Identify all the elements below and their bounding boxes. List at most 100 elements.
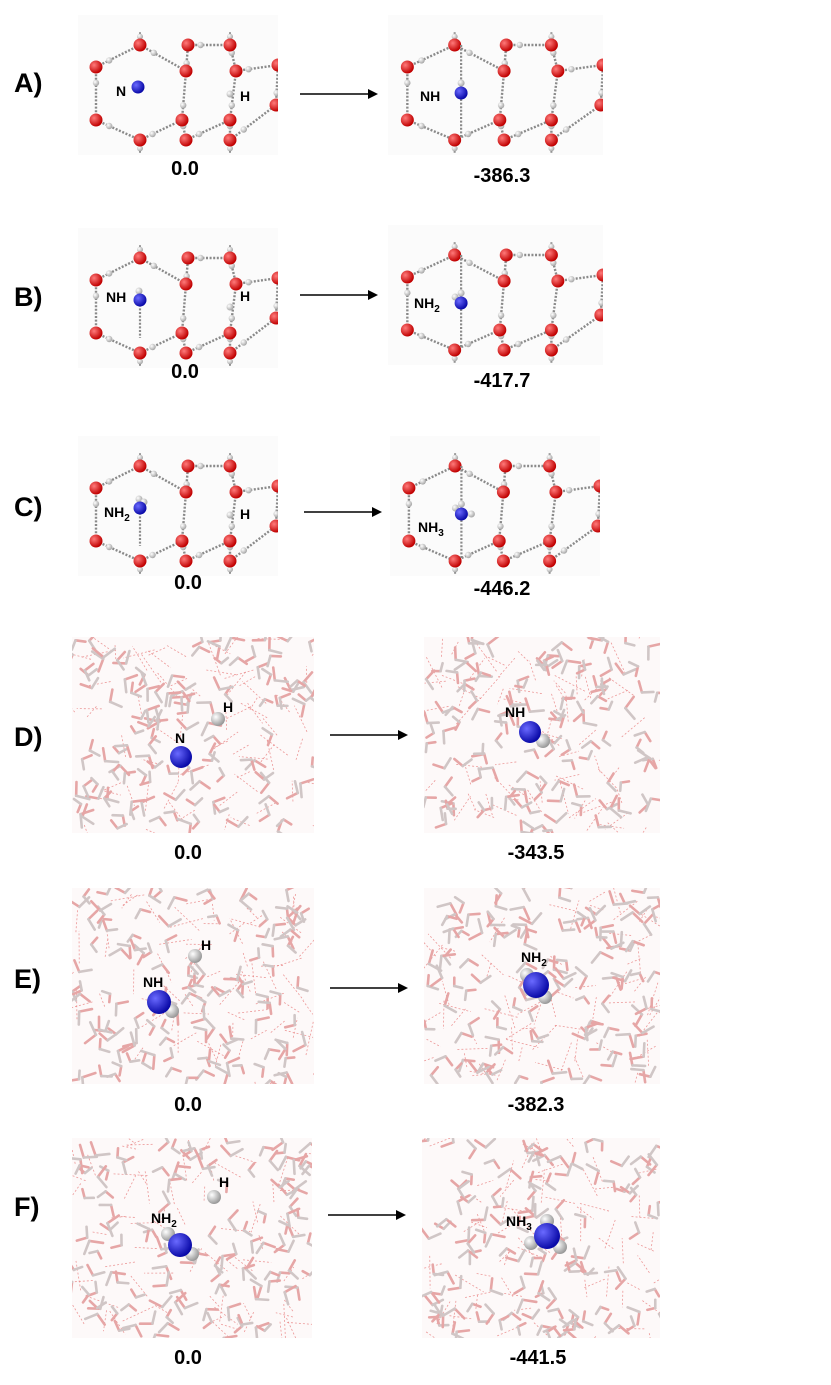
water-stick: [125, 1052, 132, 1063]
water-stick: [207, 1048, 212, 1063]
water-stick: [518, 1074, 529, 1081]
water-stick: [176, 817, 193, 826]
water-stick: [565, 1261, 572, 1273]
hydrogen-bond: [424, 1057, 434, 1062]
hydrogen-bond: [272, 1180, 275, 1203]
hydrogen-bond: [123, 1173, 137, 1199]
water-stick: [248, 956, 261, 962]
water-stick: [179, 1288, 188, 1302]
water-stick: [565, 738, 572, 751]
water-stick: [433, 1270, 449, 1277]
water-stick: [484, 1232, 493, 1248]
oxygen-atom: [402, 534, 416, 548]
water-stick: [466, 1234, 477, 1245]
hydrogen-atom: [457, 79, 465, 87]
hydrogen-atom: [451, 355, 458, 362]
water-stick: [173, 1172, 187, 1182]
water-stick: [479, 974, 492, 985]
water-stick: [256, 661, 270, 669]
hydrogen-bond: [503, 118, 552, 142]
hydrogen-bond: [229, 317, 277, 354]
hydrogen-bond: [145, 828, 156, 833]
water-stick: [600, 637, 605, 642]
water-stick: [633, 1034, 638, 1048]
water-stick: [489, 1043, 503, 1048]
water-stick: [154, 690, 163, 704]
hydrogen-atom: [546, 566, 553, 573]
water-stick: [508, 1167, 522, 1180]
water-stick: [145, 1018, 156, 1028]
water-stick: [220, 656, 230, 665]
water-stick: [104, 1169, 110, 1181]
hydrogen-bond: [449, 1315, 474, 1320]
water-stick: [299, 778, 314, 785]
water-stick: [250, 758, 256, 771]
water-stick: [189, 780, 201, 791]
hydrogen-atom: [497, 102, 505, 109]
hydrogen-bond: [138, 1171, 148, 1185]
water-stick: [250, 645, 257, 658]
oxygen-atom: [493, 323, 507, 337]
water-stick: [598, 1039, 603, 1051]
oxygen-atom: [496, 554, 510, 568]
hydrogen-bond: [212, 903, 215, 921]
water-stick: [429, 1065, 440, 1077]
water-stick: [283, 676, 293, 692]
hydrogen-atom: [418, 267, 425, 274]
water-stick: [147, 743, 158, 755]
water-stick: [607, 1026, 620, 1032]
row-label-f: F): [14, 1192, 40, 1222]
water-stick: [503, 795, 508, 811]
water-stick: [307, 1164, 312, 1169]
energy-d-right: -343.5: [507, 842, 565, 864]
water-stick: [443, 1004, 458, 1014]
oxygen-atom: [544, 343, 558, 357]
energy-b-left: 0.0: [171, 361, 199, 383]
ice-panel-c-left: [78, 436, 278, 576]
water-stick: [278, 1232, 286, 1247]
hydrogen-atom: [548, 33, 555, 40]
hydrogen-atom: [516, 41, 523, 49]
water-stick: [483, 1158, 496, 1165]
hydrogen-atom: [245, 279, 252, 286]
hydrogen-bond: [489, 917, 505, 943]
water-stick: [163, 1055, 174, 1063]
hydrogen-bond: [590, 997, 597, 1030]
hydrogen-bond: [555, 775, 585, 791]
oxygen-atom: [400, 113, 414, 127]
water-stick: [166, 691, 182, 695]
hydrogen-atom: [227, 246, 233, 253]
water-stick: [79, 812, 84, 829]
water-stick: [286, 935, 295, 948]
water-stick: [235, 965, 242, 981]
water-stick: [477, 766, 494, 771]
water-stick: [208, 742, 217, 756]
water-stick: [282, 818, 293, 826]
water-stick: [185, 798, 197, 807]
water-stick: [151, 1265, 168, 1270]
water-stick: [91, 647, 105, 659]
water-stick: [466, 1139, 477, 1150]
water-stick: [121, 1323, 137, 1330]
water-stick: [614, 1277, 627, 1290]
water-stick: [77, 1069, 81, 1081]
water-stick: [632, 1022, 644, 1035]
water-stick: [618, 781, 623, 793]
water-stick: [250, 1240, 255, 1254]
water-stick: [633, 756, 649, 764]
n-atom-e-right: [523, 972, 549, 998]
water-stick: [250, 1236, 264, 1243]
water-stick: [606, 772, 615, 785]
water-stick: [148, 770, 152, 784]
water-stick: [199, 1145, 211, 1152]
hydrogen-bond: [475, 642, 497, 672]
hydrogen-bond: [293, 896, 295, 918]
water-stick: [629, 1193, 638, 1203]
water-stick: [486, 637, 500, 646]
hydrogen-bond: [604, 812, 629, 830]
oxygen-atom: [89, 326, 103, 340]
hydrogen-bond: [450, 641, 459, 656]
water-stick: [213, 656, 223, 665]
water-stick: [273, 1071, 288, 1077]
hydrogen-bond: [463, 1217, 488, 1232]
